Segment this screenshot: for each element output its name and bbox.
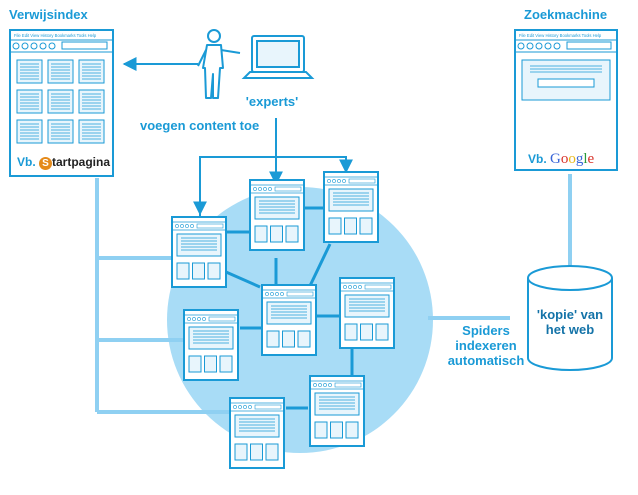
spiders-line-1: Spiders	[462, 323, 510, 338]
google-example: Vb. Google	[528, 151, 594, 168]
toolbar-icon	[30, 42, 38, 50]
web-copy-line-1: 'kopie' van	[536, 307, 604, 322]
web-copy-line-2: het web	[545, 322, 595, 337]
toolbar-icon	[48, 42, 56, 50]
directory-category-block	[47, 89, 74, 114]
spiders-line-3: automatisch	[447, 353, 525, 368]
web-page-7	[309, 375, 365, 447]
web-page-1	[171, 216, 227, 288]
laptop-icon	[241, 35, 315, 79]
add-content-label: voegen content toe	[140, 118, 260, 133]
directory-category-block	[47, 59, 74, 84]
address-bar	[566, 41, 612, 50]
spiders-line-2: indexeren	[455, 338, 517, 353]
address-bar	[61, 41, 108, 50]
expert-person-icon	[197, 29, 241, 99]
web-page-4	[261, 284, 317, 356]
web-pages	[171, 171, 395, 469]
toolbar-icon	[535, 42, 543, 50]
toolbar-icon	[517, 42, 525, 50]
directory-category-block	[78, 119, 105, 144]
experts-label: 'experts'	[245, 94, 299, 109]
web-page-8	[229, 397, 285, 469]
google-logo: Google	[550, 151, 595, 167]
directory-category-block	[78, 59, 105, 84]
example-prefix-left: Vb.	[17, 155, 36, 169]
browser-menu-bar: File Edit View History Bookmarks Tools H…	[519, 33, 602, 38]
example-prefix-right: Vb.	[528, 152, 547, 166]
page-links	[200, 206, 354, 410]
directory-category-block	[16, 89, 43, 114]
web-page-3	[323, 171, 379, 243]
browser-menu-bar: File Edit View History Bookmarks Tools H…	[14, 33, 97, 38]
web-page-5	[339, 277, 395, 349]
toolbar-icon	[12, 42, 20, 50]
web-page-6	[183, 309, 239, 381]
web-copy-database	[527, 265, 613, 371]
toolbar-icon	[526, 42, 534, 50]
search-field	[537, 78, 595, 88]
toolbar-icon	[553, 42, 561, 50]
directory-category-block	[16, 59, 43, 84]
toolbar-icon	[39, 42, 47, 50]
directory-category-block	[47, 119, 74, 144]
search-engine-browser-window: File Edit View History Bookmarks Tools H…	[514, 29, 618, 171]
toolbar-icon	[21, 42, 29, 50]
toolbar-icon	[544, 42, 552, 50]
directory-browser-window: File Edit View History Bookmarks Tools H…	[9, 29, 114, 177]
search-engine-title: Zoekmachine	[524, 7, 608, 22]
web-copy-label: 'kopie' van het web	[528, 307, 612, 337]
spiders-label: Spiders indexeren automatisch	[438, 323, 534, 368]
directory-category-block	[16, 119, 43, 144]
directory-links	[95, 178, 230, 414]
web-page-2	[249, 179, 305, 251]
directory-category-block	[78, 89, 105, 114]
directory-title: Verwijsindex	[9, 7, 88, 22]
